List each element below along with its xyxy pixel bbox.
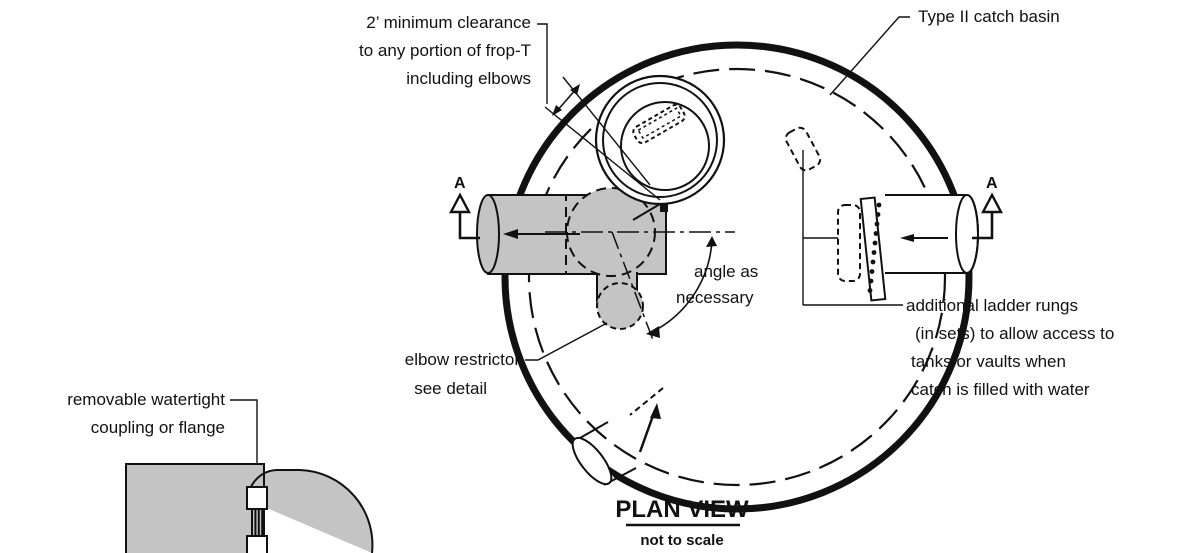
outlet-pipe: [476, 187, 668, 330]
ladder-rung-mid: [837, 204, 861, 282]
ladder-rungs-dashed: [784, 126, 903, 306]
ladder-label-line1: additional ladder rungs: [906, 296, 1078, 315]
section-mark-right-text: A: [986, 175, 998, 192]
section-mark-right-triangle: [981, 192, 1003, 214]
detail-coupling-bands: [251, 509, 264, 536]
catch-basin: [501, 41, 973, 513]
section-mark-left: A: [449, 175, 480, 240]
clearance-arrowhead-top: [570, 84, 580, 95]
outlet-connector: [632, 203, 661, 221]
bottom-pipe: [571, 387, 664, 486]
bottom-pipe-end: [571, 436, 613, 486]
coupling-band: [254, 509, 257, 536]
bottom-flow-arrowhead: [650, 403, 661, 419]
elbow-restrictor-leader: [525, 322, 608, 361]
section-mark-left-line: [458, 212, 480, 240]
coupling-band: [257, 509, 260, 536]
angle-ray: [611, 231, 654, 341]
detail-tank-wall: [125, 463, 265, 553]
elbow-restrictor-label-line2: see detail: [414, 379, 487, 398]
ladder-rung-dot: [871, 250, 877, 255]
ladder-rungs-callout: additional ladder rungs (in sets) to all…: [906, 296, 1114, 399]
bottom-pipe-dashed: [629, 387, 664, 416]
view-title-block: PLAN VIEW not to scale: [615, 496, 749, 549]
ladder-rung-upper: [784, 126, 822, 172]
section-mark-left-text: A: [454, 175, 466, 192]
ladder-rung-dot: [874, 221, 880, 227]
clearance-label-line1: 2’ minimum clearance: [366, 13, 531, 32]
coupling-label-line2: coupling or flange: [91, 418, 225, 437]
elbow-restrictor-circle: [596, 282, 644, 330]
ladder-rung-dot: [876, 202, 882, 208]
ladder-rung-dot: [872, 240, 878, 246]
coupling-label-line1: removable watertight: [67, 390, 225, 409]
angle-arc: [651, 239, 713, 333]
coupling-band: [261, 509, 264, 536]
inlet-pipe-body: [885, 194, 979, 274]
clearance-label-line2: to any portion of frop-T: [359, 41, 531, 60]
section-mark-left-triangle: [449, 192, 471, 214]
view-title: PLAN VIEW: [615, 496, 749, 523]
ladder-rung-dots: [867, 202, 882, 293]
elbow-restrictor-callout: elbow restrictor see detail: [405, 322, 608, 398]
inlet-pipe-end: [955, 194, 979, 274]
coupling-band: [251, 509, 253, 536]
bottom-pipe-edge-left: [579, 421, 609, 439]
angle-arrowhead-top: [706, 236, 717, 247]
riser-innermost: [620, 101, 710, 191]
ladder-rung-dot: [869, 269, 875, 274]
clearance-extension-lower: [544, 106, 661, 201]
section-mark-right-line: [972, 212, 994, 240]
ladder-rung-dot: [868, 278, 874, 284]
centerlines: [545, 231, 735, 341]
catch-basin-callout: Type II catch basin: [829, 7, 1060, 96]
view-subtitle: not to scale: [640, 532, 723, 549]
ladder-rung-dot: [870, 259, 876, 265]
riser-baffle-inner: [637, 107, 682, 139]
detail-flange-upper: [246, 486, 268, 510]
catch-basin-outer-wall: [501, 41, 973, 513]
ladder-rungs-strip: [859, 196, 887, 302]
ladder-label-line3: tanks or vaults when: [911, 352, 1066, 371]
catch-basin-leader: [829, 16, 910, 96]
section-mark-right: A: [972, 175, 1003, 240]
elbow-restrictor-label-line1: elbow restrictor: [405, 350, 521, 369]
clearance-arrowhead-bottom: [552, 105, 562, 116]
inlet-pipe: [859, 194, 979, 302]
outlet-flow-arrowhead: [503, 229, 518, 239]
riser-outer: [594, 74, 726, 206]
clearance-label-line3: including elbows: [406, 69, 531, 88]
angle-arrowhead-bottom: [646, 326, 660, 338]
ladder-rung-dot: [867, 288, 873, 293]
catch-basin-label: Type II catch basin: [918, 7, 1060, 26]
outlet-flange-mark: [660, 202, 668, 212]
riser-inner: [602, 82, 718, 198]
outlet-pipe-end: [476, 194, 500, 274]
clearance-extension-upper: [562, 76, 651, 186]
ladder-rung-dot: [873, 231, 879, 236]
clearance-callout: 2’ minimum clearance to any portion of f…: [359, 13, 661, 201]
angle-callout: angle as necessary: [676, 262, 758, 307]
catch-basin-inner-dashed: [527, 67, 947, 487]
angle-label-line1: angle as: [694, 262, 758, 281]
riser-baffle-dashed: [632, 103, 686, 145]
clearance-leader: [537, 23, 548, 104]
ladder-label-line2: (in sets) to allow access to: [915, 324, 1114, 343]
frop-t-riser: [594, 74, 726, 206]
coupling-detail: removable watertight coupling or flange: [67, 390, 374, 553]
inlet-flow-arrowhead: [900, 234, 914, 242]
detail-flange-lower: [246, 535, 268, 553]
coupling-leader: [230, 399, 258, 488]
angle-label-line2: necessary: [676, 288, 754, 307]
ladder-label-line4: catch is filled with water: [911, 380, 1090, 399]
ladder-rung-dot: [875, 212, 881, 217]
